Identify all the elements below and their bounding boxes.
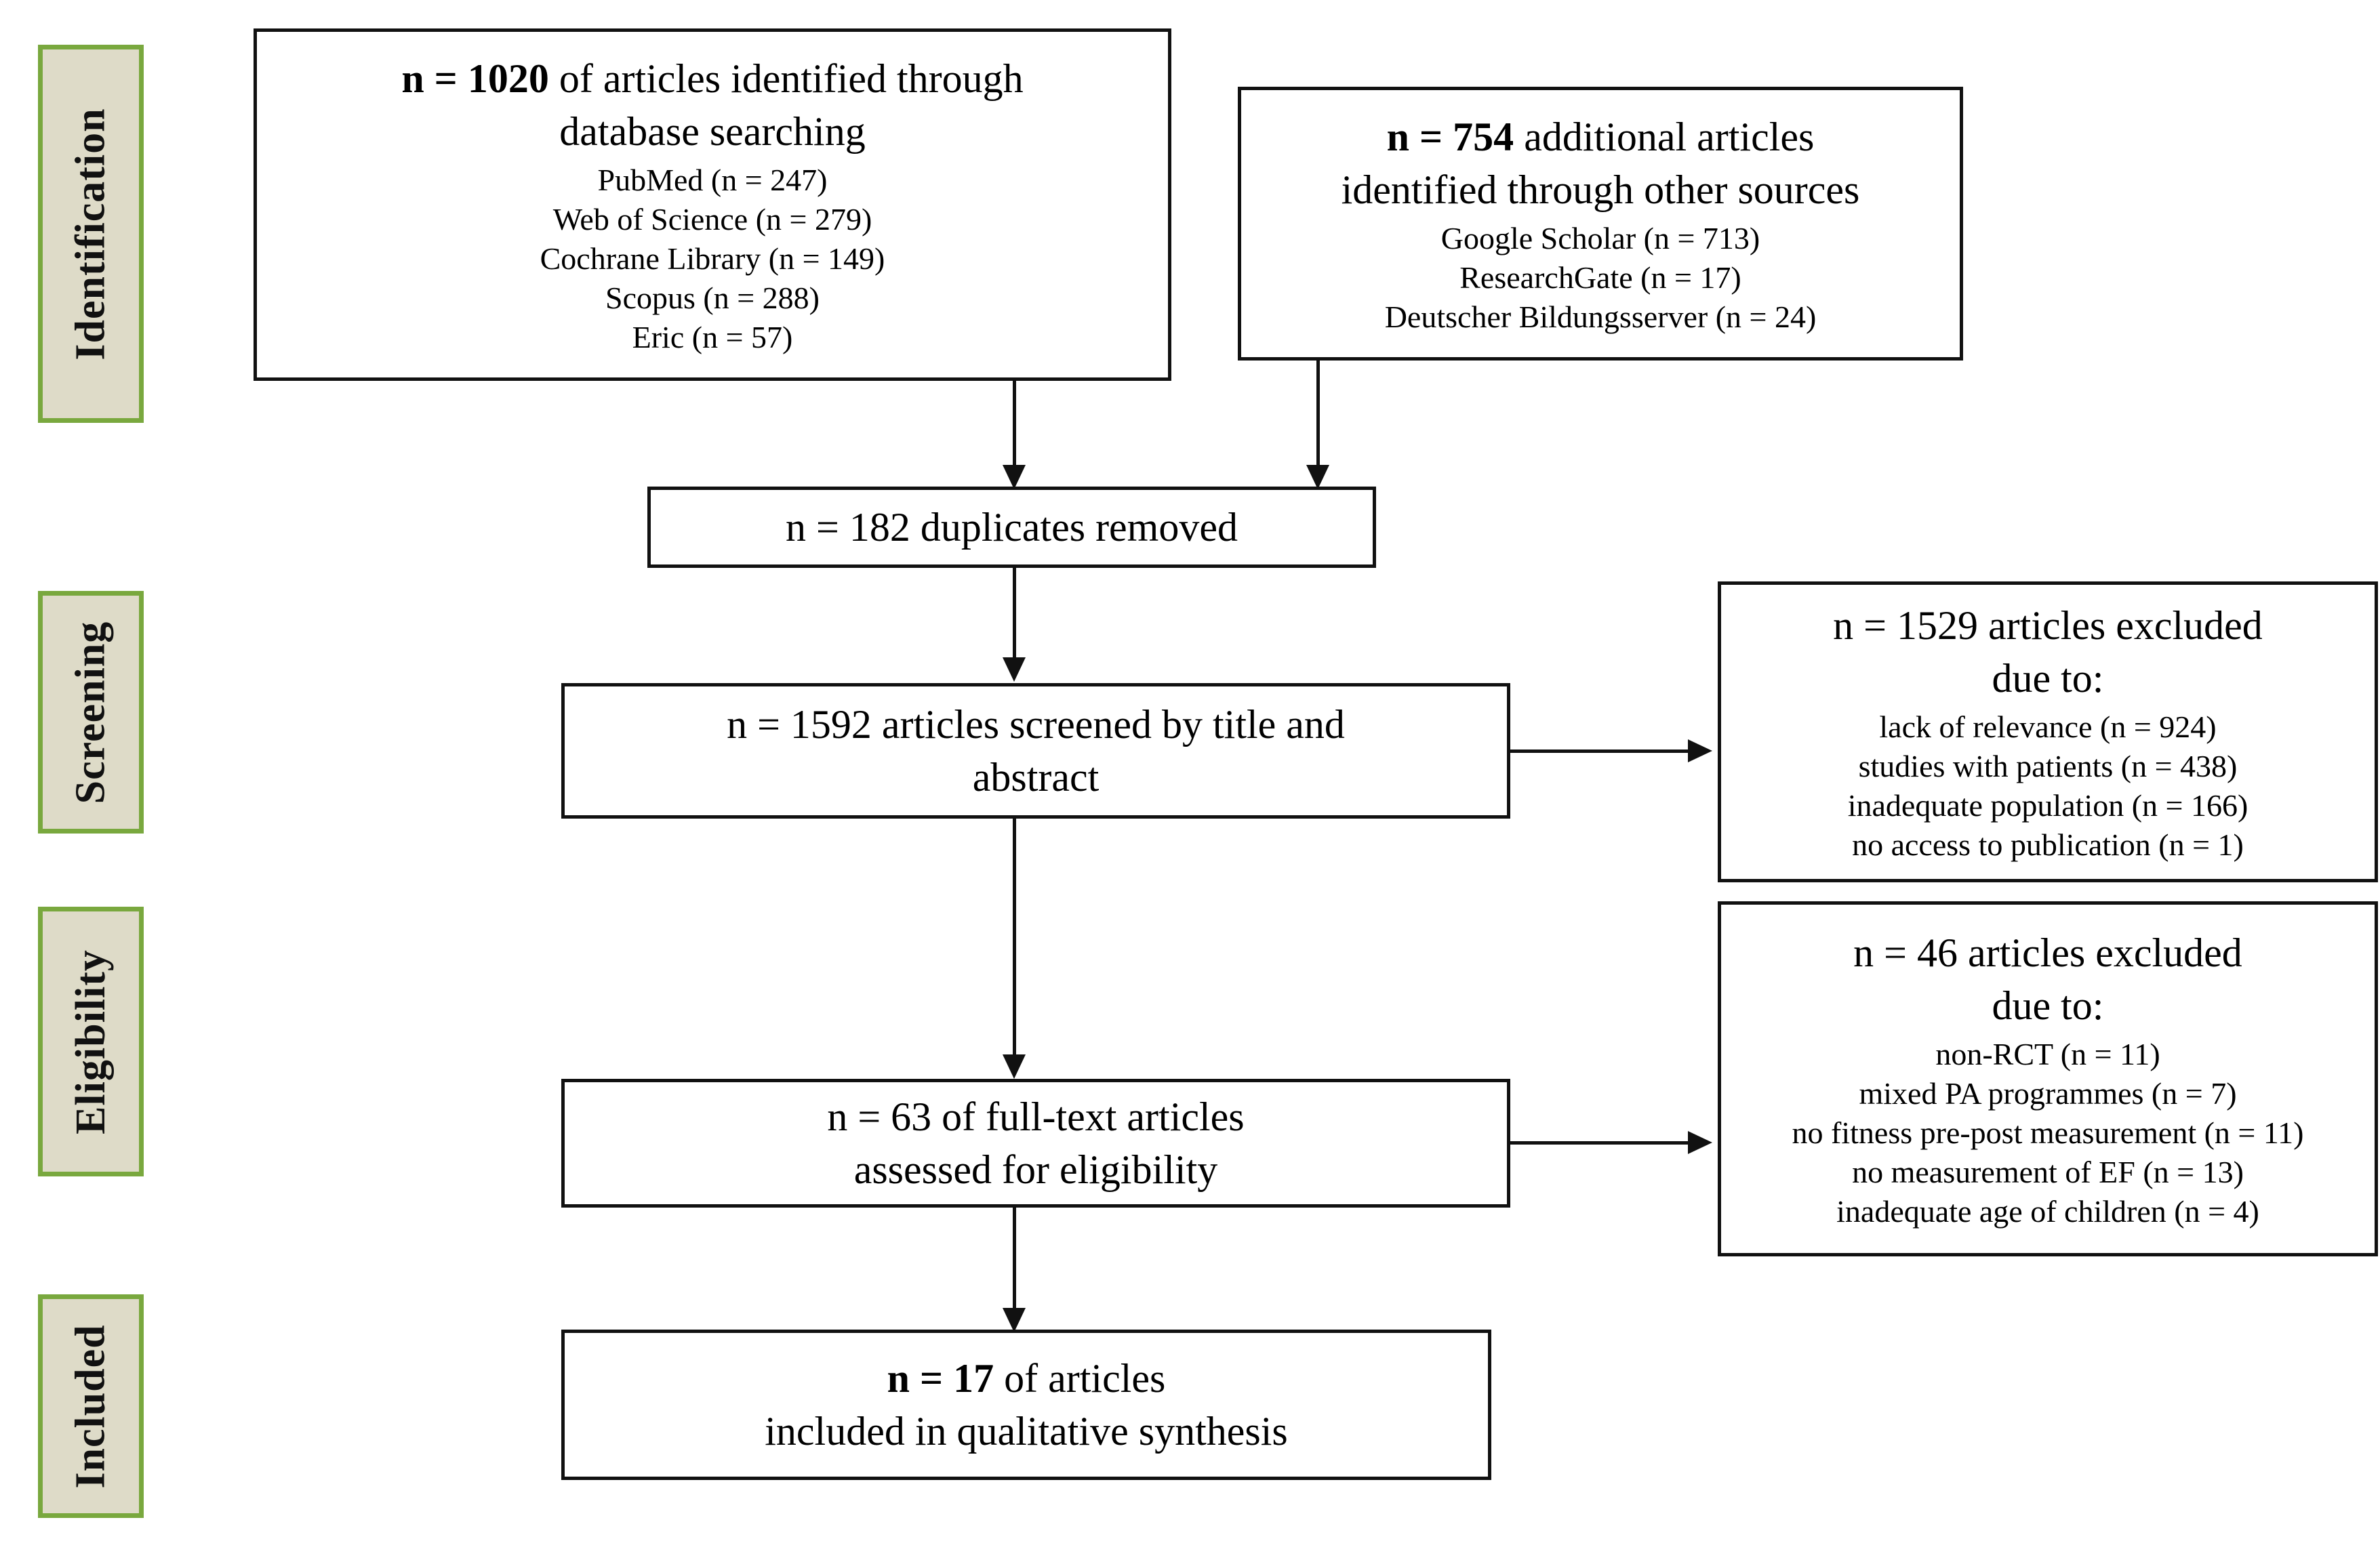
stage-label-identification: Identification [38,45,144,423]
stage-label-included: Included [38,1294,144,1518]
source-item: Deutscher Bildungsserver (n = 24) [1384,299,1817,334]
connector-screened-to-excluded-line [1510,749,1691,753]
reason-item: no access to publication (n = 1) [1852,827,2244,862]
reason-item: no fitness pre-post measurement (n = 11) [1792,1115,2304,1151]
stage-label-screening-text: Screening [67,621,114,804]
box-excluded-screening-reasons: lack of relevance (n = 924) studies with… [1848,707,2248,865]
source-item: PubMed (n = 247) [597,163,828,198]
box-database-search-count: n = 1020 [401,56,549,102]
box-excluded-eligibility-line1: n = 46 articles excluded [1853,930,2242,976]
box-included-synthesis-count: n = 17 [887,1356,994,1401]
box-duplicates-removed: n = 182 duplicates removed [647,487,1376,568]
connector-db-to-duplicates-arrow [1003,465,1026,489]
connector-duplicates-to-screened-line [1013,568,1016,663]
box-other-sources-list: Google Scholar (n = 713) ResearchGate (n… [1385,219,1817,337]
box-database-search-sources: PubMed (n = 247) Web of Science (n = 279… [540,161,885,357]
reason-item: mixed PA programmes (n = 7) [1859,1076,2237,1111]
connector-screened-to-fulltext-line [1013,819,1016,1061]
box-fulltext-eligibility-line1: n = 63 of full-text articles [827,1094,1245,1139]
box-database-search: n = 1020 of articles identified through … [254,28,1171,381]
connector-fulltext-to-excluded-line [1510,1141,1691,1145]
box-included-synthesis-line2: included in qualitative synthesis [765,1409,1288,1454]
box-screened-line2: abstract [972,755,1100,800]
box-excluded-eligibility-reasons: non-RCT (n = 11) mixed PA programmes (n … [1792,1035,2304,1231]
connector-db-to-duplicates-line [1013,381,1016,470]
reason-item: lack of relevance (n = 924) [1879,710,2217,745]
connector-screened-to-excluded-arrow [1688,739,1712,762]
reason-item: non-RCT (n = 11) [1935,1037,2160,1072]
box-excluded-screening-line2: due to: [1992,656,2104,701]
stage-label-eligibility: Eligibility [38,907,144,1176]
box-screened-line1: n = 1592 articles screened by title and [727,702,1345,747]
connector-fulltext-to-included-arrow [1003,1308,1026,1332]
source-item: Scopus (n = 288) [605,280,820,315]
box-database-search-headline: n = 1020 of articles identified through [401,52,1023,105]
box-fulltext-eligibility-line2: assessed for eligibility [853,1147,1218,1192]
connector-screened-to-fulltext-arrow [1003,1054,1026,1079]
reason-item: no measurement of EF (n = 13) [1852,1154,2244,1189]
box-database-search-head-rest: of articles identified through [548,56,1024,102]
box-other-sources-headline: n = 754 additional articles [1387,110,1815,163]
source-item: Google Scholar (n = 713) [1440,221,1760,256]
reason-item: inadequate population (n = 166) [1847,788,2248,823]
stage-label-screening: Screening [38,591,144,834]
stage-label-included-text: Included [67,1323,114,1489]
connector-duplicates-to-screened-arrow [1003,657,1026,682]
box-other-sources: n = 754 additional articles identified t… [1238,87,1963,361]
box-other-sources-count: n = 754 [1386,115,1514,160]
box-excluded-screening: n = 1529 articles excluded due to: lack … [1718,581,2378,882]
connector-other-to-duplicates-line [1316,361,1320,470]
box-excluded-screening-line1: n = 1529 articles excluded [1833,603,2263,649]
stage-label-identification-text: Identification [67,107,114,361]
connector-fulltext-to-excluded-arrow [1688,1131,1712,1154]
box-included-synthesis-line1: n = 17 of articles [887,1352,1166,1405]
connector-fulltext-to-included-line [1013,1208,1016,1313]
source-item: ResearchGate (n = 17) [1459,260,1741,295]
box-other-sources-headline2: identified through other sources [1341,167,1860,213]
box-screened: n = 1592 articles screened by title and … [561,683,1510,819]
box-included-synthesis-head-rest: of articles [994,1356,1166,1401]
box-excluded-eligibility: n = 46 articles excluded due to: non-RCT… [1718,901,2378,1256]
source-item: Eric (n = 57) [632,319,793,354]
box-fulltext-eligibility: n = 63 of full-text articles assessed fo… [561,1079,1510,1208]
box-excluded-eligibility-line2: due to: [1992,983,2104,1029]
box-included-synthesis: n = 17 of articles included in qualitati… [561,1330,1491,1480]
box-database-search-headline2: database searching [559,109,866,155]
reason-item: inadequate age of children (n = 4) [1836,1193,2259,1229]
box-other-sources-head-rest: additional articles [1514,115,1815,160]
reason-item: studies with patients (n = 438) [1858,749,2238,784]
source-item: Web of Science (n = 279) [552,202,872,237]
stage-label-eligibility-text: Eligibility [67,949,114,1134]
box-duplicates-removed-text: n = 182 duplicates removed [785,505,1238,550]
connector-other-to-duplicates-arrow [1306,465,1329,489]
source-item: Cochrane Library (n = 149) [540,241,885,276]
